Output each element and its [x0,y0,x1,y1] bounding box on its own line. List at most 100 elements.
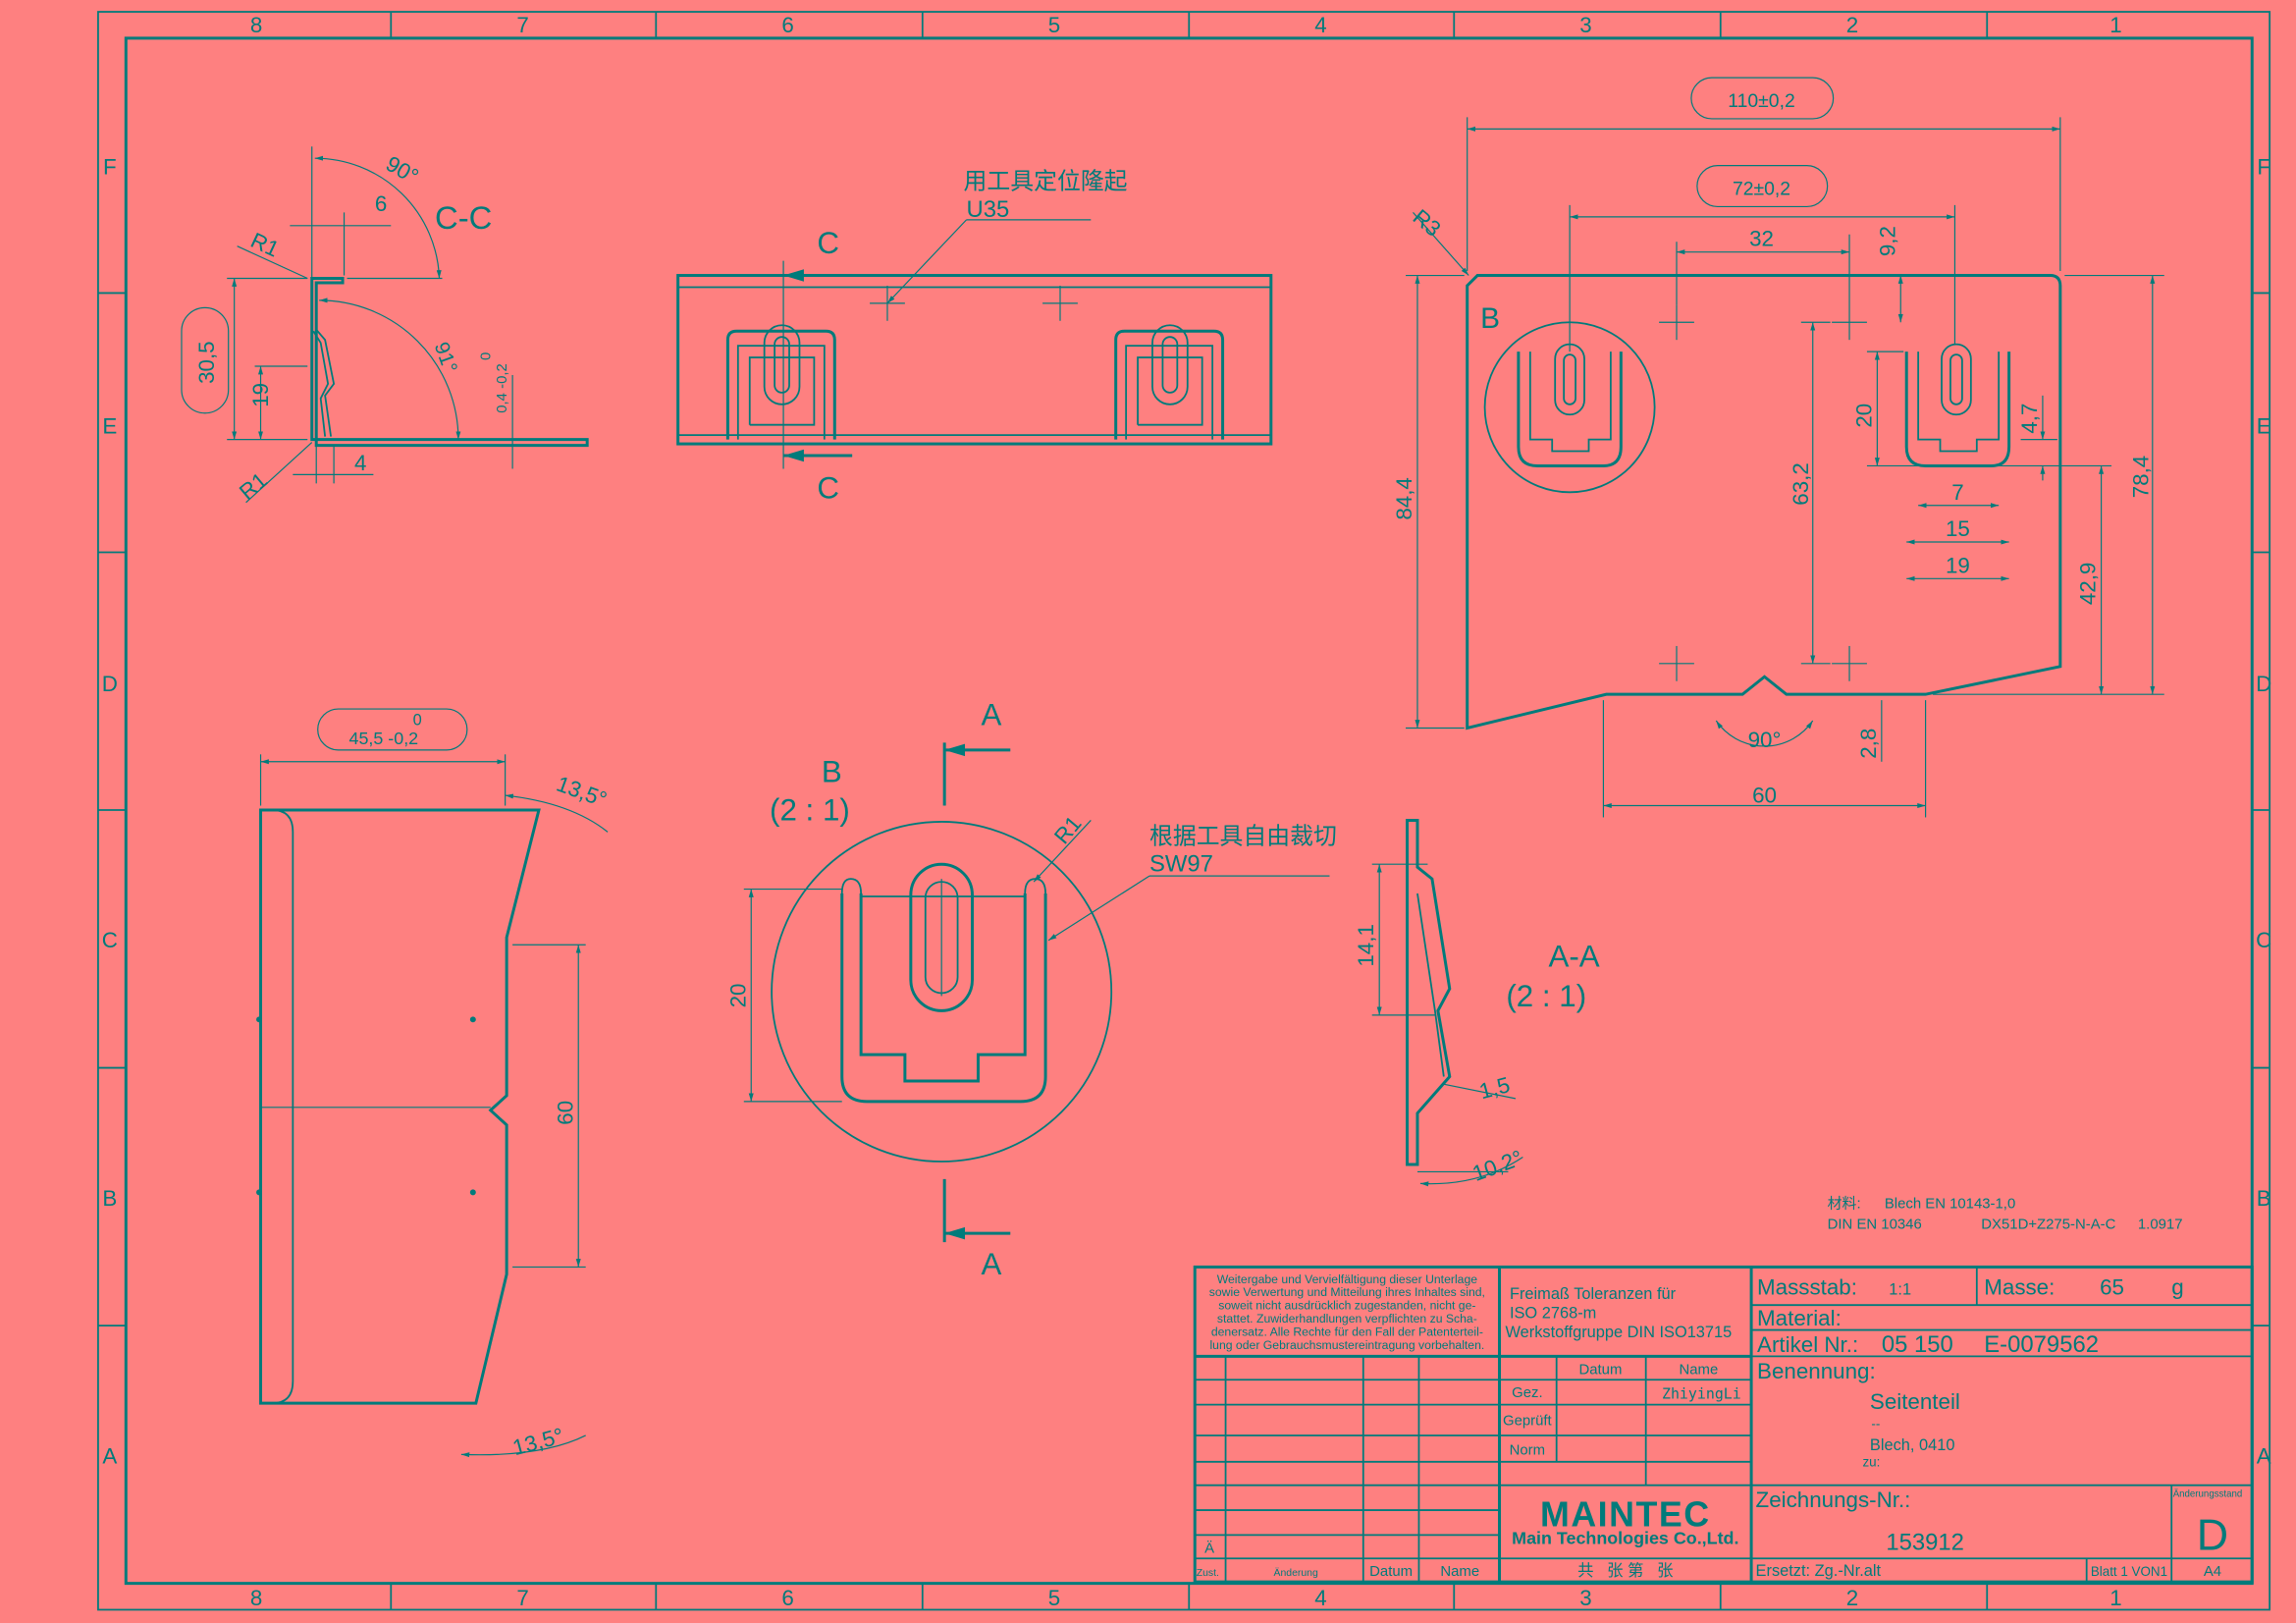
zone-col-4-bottom: 4 [1314,1586,1326,1610]
zone-col-7-bottom: 7 [516,1586,528,1610]
dim-7: 7 [1951,480,1963,505]
material-grade: DX51D+Z275-N-A-C [1981,1217,2115,1233]
zone-col-6-bottom: 6 [781,1586,793,1610]
zone-row-a-right: A [2257,1443,2271,1468]
value-benennung: Seitenteil [1870,1389,1960,1414]
header-name: Name [1679,1362,1718,1378]
zone-row-e: E [102,414,117,439]
copyright-line-1: Weitergabe und Vervielfältigung dieser U… [1217,1272,1478,1286]
dim-19: 19 [1946,553,1970,577]
material-std: DIN EN 10346 [1828,1217,1922,1233]
zone-row-a: A [102,1443,117,1468]
dim-78-4: 78,4 [2128,456,2153,499]
dim-2-8: 2,8 [1856,729,1881,759]
tol-upper-45: 0 [413,711,422,729]
zone-row-f-right: F [2257,155,2270,180]
section-marker-a-top: A [981,697,1001,731]
copyright-line-4: stattet. Zuwiderhandlungen verpflichten … [1217,1312,1477,1325]
drawn-by-name: ZhiyingLi [1662,1385,1741,1403]
label-ersetzt: Ersetzt: Zg.-Nr.alt [1756,1562,1882,1580]
tolerance-line-2: ISO 2768-m [1510,1305,1596,1323]
zone-col-1: 1 [2109,13,2121,37]
dim-84-4: 84,4 [1392,477,1416,520]
section-title-cc: C-C [435,199,492,236]
dim-45-5: 45,5 -0,2 [349,729,419,748]
zone-row-c: C [102,928,118,952]
dim-72: 72±0,2 [1733,178,1790,199]
material-note: 材料: Blech EN 10143-1,0 DIN EN 10346 DX51… [1828,1196,2183,1233]
dim-4: 4 [354,451,366,475]
value-benennung-material: Blech, 0410 [1870,1436,1955,1454]
dim-19: 19 [248,383,273,407]
detail-view-b: B (2 : 1) R1 20 根据工具自由裁切 SW97 A A [725,697,1337,1280]
tolerance-line-3: Werkstoffgruppe DIN ISO13715 [1505,1324,1732,1341]
value-benennung-sub: -- [1871,1417,1880,1432]
zone-col-3-bottom: 3 [1579,1586,1591,1610]
label-masse: Masse: [1984,1275,2055,1300]
dim-20-detail: 20 [725,984,750,1008]
dim-42-9: 42,9 [2076,563,2101,606]
dim-60: 60 [1752,784,1777,808]
copyright-line-6: lung oder Gebrauchsmustereintragung vorb… [1209,1338,1484,1352]
sheet-count-cn: 共 张 第 张 [1577,1562,1673,1580]
label-zeichnungs-nr: Zeichnungs-Nr.: [1756,1488,1911,1512]
header-datum: Datum [1578,1362,1622,1378]
copyright-line-3: soweit nicht ausdrücklich zugestanden, n… [1218,1299,1475,1313]
section-marker-a-bottom: A [981,1247,1001,1281]
material-line1: Blech EN 10143-1,0 [1885,1197,2015,1213]
zone-col-6: 6 [781,13,793,37]
section-marker-c-bottom: C [817,470,839,505]
company-name: Main Technologies Co.,Ltd. [1512,1528,1738,1547]
zone-col-8-bottom: 8 [250,1586,262,1610]
title-block: Weitergabe und Vervielfältigung dieser U… [1193,1265,2254,1584]
dim-60-side: 60 [553,1101,577,1125]
callout-tool-bump: 用工具定位隆起 [964,169,1128,195]
dim-30-5: 30,5 [194,341,219,384]
section-title-aa: A-A [1548,940,1599,974]
top-view: C C 用工具定位隆起 U35 [676,169,1273,505]
label-geprueft: Geprüft [1503,1414,1553,1430]
zone-row-d-right: D [2256,672,2271,696]
label-aenderung: Änderung [1274,1567,1318,1579]
tol-thickness: 0,4 -0,2 [495,363,510,413]
company-logo: MAINTEC [1540,1494,1711,1534]
tolerance-line-1: Freimaß Toleranzen für [1510,1285,1677,1303]
dim-6: 6 [375,191,387,216]
flat-pattern-view: 110±0,2 72±0,2 32 9,2 R3 B 84,4 63,2 78,… [1392,77,2164,818]
value-aenderungsstand: D [2197,1510,2228,1559]
value-massstab: 1:1 [1889,1281,1911,1299]
value-masse-unit: g [2171,1275,2183,1300]
zone-row-b: B [102,1186,117,1211]
label-aenderungsstand: Änderungsstand [2173,1489,2243,1500]
rev-letter: Ä [1204,1540,1214,1556]
value-zeichnungs-nr: 153912 [1886,1529,1964,1555]
zone-col-7: 7 [516,13,528,37]
zone-col-5-bottom: 5 [1048,1586,1060,1610]
label-gez: Gez. [1512,1385,1542,1401]
dim-32: 32 [1749,227,1774,251]
label-artikel: Artikel Nr.: [1757,1332,1858,1357]
tol-upper: 0 [479,352,495,360]
detail-marker-b: B [1480,302,1500,335]
zone-col-1-bottom: 1 [2109,1586,2121,1610]
detail-scale-b: (2 : 1) [770,792,850,827]
value-artikel-nr: 05 150 [1882,1331,1953,1358]
zone-col-8: 8 [250,13,262,37]
zone-col-5: 5 [1048,13,1060,37]
label-benennung: Benennung: [1757,1359,1876,1383]
dim-14-1: 14,1 [1354,924,1378,967]
section-view-cc: C-C 90° 91° 6 4 R1 R1 30,5 19 0 0,4 -0,2 [181,146,589,505]
dim-9-2: 9,2 [1875,226,1899,256]
label-zu: zu: [1862,1454,1880,1469]
material-number: 1.0917 [2138,1217,2183,1233]
zone-row-f: F [103,155,117,180]
zone-col-4: 4 [1314,13,1326,37]
label-material: Material: [1757,1306,1842,1330]
label-massstab: Massstab: [1757,1275,1857,1300]
dim-20: 20 [1851,404,1876,428]
zone-col-2-bottom: 2 [1846,1586,1858,1610]
value-masse: 65 [2100,1275,2124,1300]
section-scale-aa: (2 : 1) [1506,979,1586,1013]
dim-15: 15 [1946,516,1970,541]
